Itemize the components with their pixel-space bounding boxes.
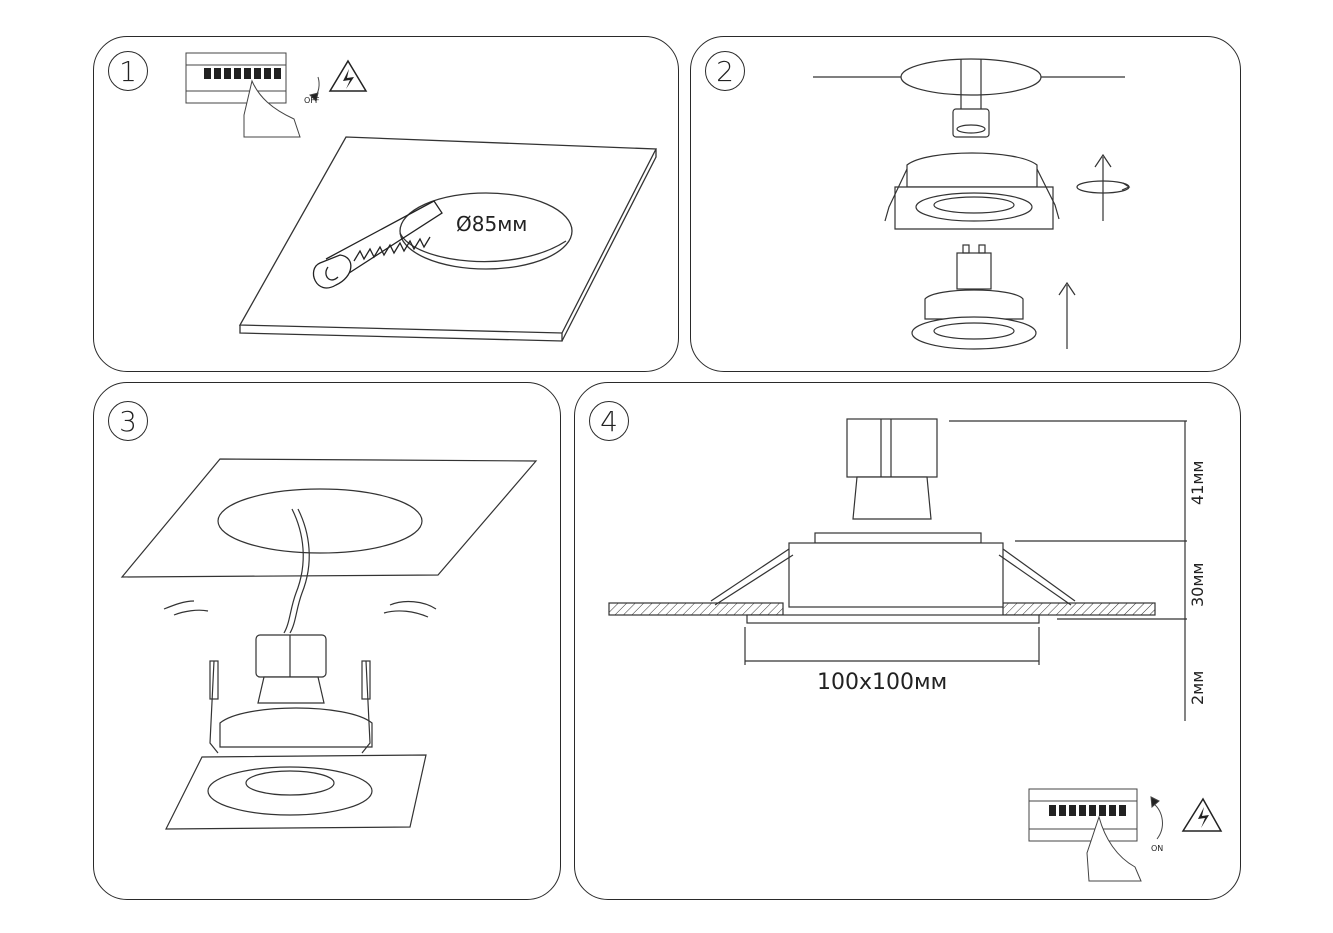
- high-voltage-warning-icon: [328, 59, 368, 92]
- switch-off-label: OFF: [304, 96, 320, 105]
- gu10-lamp: [911, 244, 1037, 350]
- step-2-illustration: [813, 58, 1131, 350]
- circuit-breaker-icon: [1028, 788, 1163, 882]
- height-2-label: 2мм: [1188, 671, 1207, 705]
- width-label: 100x100мм: [817, 670, 947, 695]
- step-4-panel: 4: [574, 382, 1241, 900]
- height-41-label: 41мм: [1188, 461, 1207, 506]
- ceiling-hole: [217, 488, 423, 554]
- switch-on-label: ON: [1151, 844, 1163, 853]
- circuit-breaker-icon: [185, 52, 320, 138]
- step-4-number: 4: [589, 401, 629, 441]
- ceiling-section-right: [1002, 602, 1156, 616]
- power-wire: [283, 508, 304, 634]
- height-30-label: 30мм: [1188, 563, 1207, 608]
- high-voltage-warning-icon: [1181, 797, 1223, 832]
- spotlight-fixture: [165, 634, 427, 830]
- step-2-number: 2: [705, 51, 745, 91]
- step-1-panel: 1 OFF Ø85мм: [93, 36, 679, 372]
- spotlight-side-view: [710, 418, 1076, 624]
- step-1-number: 1: [108, 51, 148, 91]
- step-2-panel: 2: [690, 36, 1241, 372]
- ceiling-hole: [399, 192, 573, 270]
- step-3-panel: 3: [93, 382, 561, 900]
- step-3-number: 3: [108, 401, 148, 441]
- hole-diameter-label: Ø85мм: [456, 212, 527, 236]
- step-3-illustration: [120, 458, 538, 830]
- ceiling-board: [238, 136, 658, 342]
- ceiling-section-left: [608, 602, 784, 616]
- hole-saw-icon: [312, 200, 443, 289]
- step-4-illustration: 41мм 30мм 2мм 100x100мм ON: [608, 418, 1223, 882]
- lamp-connector: [952, 108, 990, 138]
- step-1-illustration: OFF Ø85мм: [185, 52, 658, 342]
- ceiling-board: [120, 458, 538, 578]
- frame-housing: [906, 152, 1038, 188]
